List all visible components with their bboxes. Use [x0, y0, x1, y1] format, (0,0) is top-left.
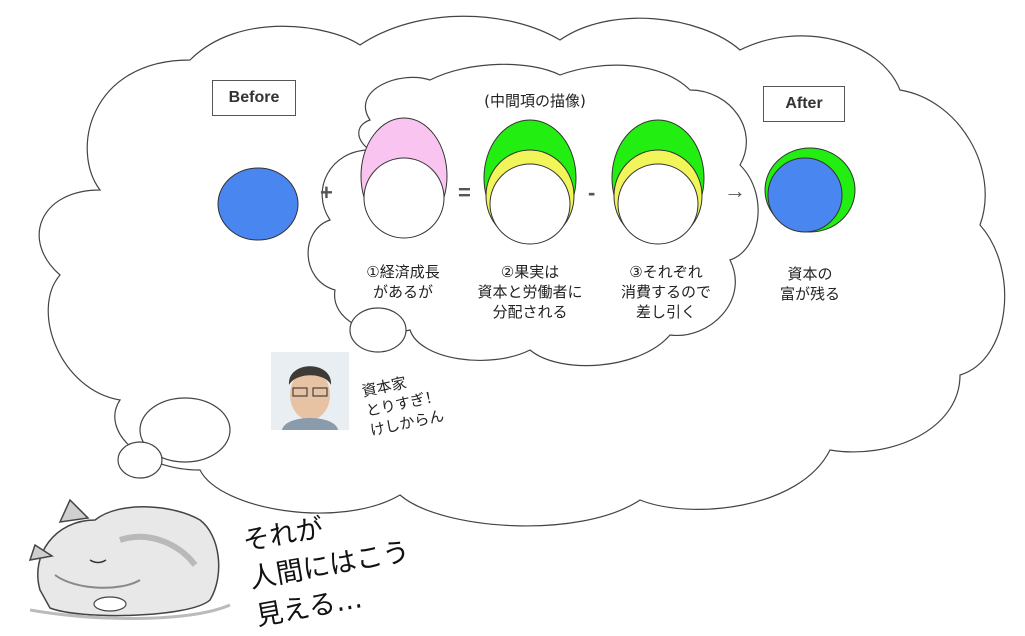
- after-label: After: [785, 95, 823, 112]
- growth-base-circle: [363, 157, 445, 239]
- minus-operator: -: [588, 180, 596, 205]
- thought-bubble-1: [349, 307, 407, 353]
- consumption-base-circle: [617, 163, 699, 245]
- before-circle: [217, 167, 299, 241]
- before-label-box: Before: [212, 80, 296, 116]
- thought-bubble-3: [117, 441, 163, 479]
- step-3-line-1: ③それぞれ: [629, 263, 703, 281]
- result-line-2: 富が残る: [779, 285, 840, 303]
- arrow-icon: →: [724, 178, 746, 203]
- avatar: [271, 352, 349, 430]
- step-3-line-2: 消費するので: [620, 283, 711, 301]
- step-3-line-3: 差し引く: [635, 303, 696, 321]
- before-label: Before: [228, 89, 280, 106]
- step-1-line-1: ①経済成長: [366, 263, 440, 281]
- after-label-box: After: [763, 86, 845, 122]
- distribution-base-circle: [489, 163, 571, 245]
- step-1-line-2: があるが: [372, 283, 433, 301]
- step-2-line-3: 分配される: [492, 303, 568, 321]
- thought-bubble-2: [139, 397, 231, 463]
- step-2-label: ②果実は 資本と労働者に 分配される: [462, 262, 598, 322]
- step-2-line-2: 資本と労働者に: [477, 283, 583, 301]
- middle-title: (中間項の描像): [484, 92, 586, 110]
- step-1-label: ①経済成長 があるが: [343, 262, 463, 302]
- step-2-line-1: ②果実は: [500, 263, 560, 281]
- plus-operator: +: [320, 180, 333, 205]
- equals-operator: =: [458, 180, 471, 205]
- result-label: 資本の 富が残る: [760, 264, 860, 304]
- after-blue: [767, 157, 843, 233]
- step-3-label: ③それぞれ 消費するので 差し引く: [604, 262, 728, 322]
- sleeping-cat-illustration: [28, 498, 231, 620]
- result-line-1: 資本の: [787, 265, 833, 283]
